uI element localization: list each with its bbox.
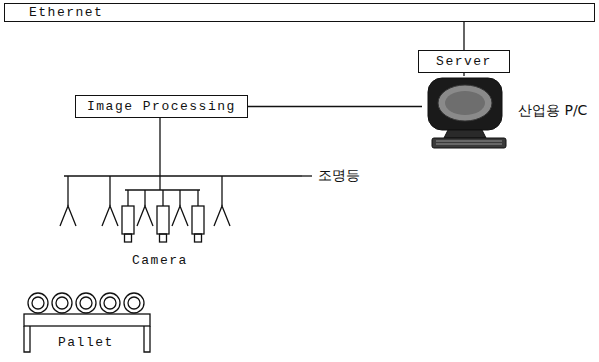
node-text: Server — [436, 54, 492, 69]
camera-symbols — [122, 190, 204, 242]
lighting-bar — [64, 175, 302, 176]
node-text: Image Processing — [87, 99, 236, 114]
industrial-pc-icon — [428, 78, 506, 148]
connector-line — [463, 73, 464, 76]
cable — [159, 118, 160, 176]
pallet-drawing — [24, 293, 150, 352]
node-text: Ethernet — [29, 5, 103, 20]
connector-line — [248, 106, 422, 107]
server-box: Server — [418, 50, 510, 73]
connector-line — [463, 22, 464, 50]
industrial-pc: 산업용 P/C — [422, 76, 594, 149]
pallet-label: Pallet — [58, 335, 114, 350]
process-box: Image Processing — [75, 95, 248, 118]
cable — [159, 176, 160, 190]
leader-line — [302, 175, 312, 176]
camera-label: Camera — [132, 253, 188, 268]
lighting-label: 조명등 — [318, 167, 360, 185]
network-bus: Ethernet — [4, 3, 595, 22]
node-text: 산업용 P/C — [518, 102, 587, 120]
